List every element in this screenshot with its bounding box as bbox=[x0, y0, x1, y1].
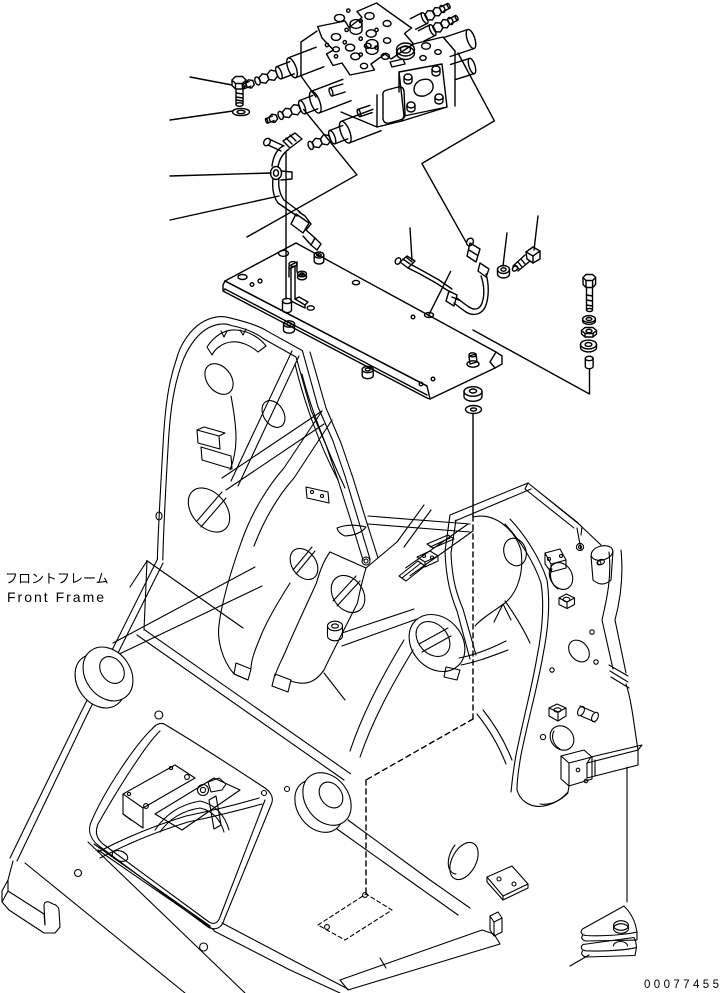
svg-text:00077455: 00077455 bbox=[644, 979, 722, 991]
svg-text:フロントフレーム: フロントフレーム bbox=[5, 571, 109, 586]
svg-text:Front Frame: Front Frame bbox=[7, 589, 106, 605]
